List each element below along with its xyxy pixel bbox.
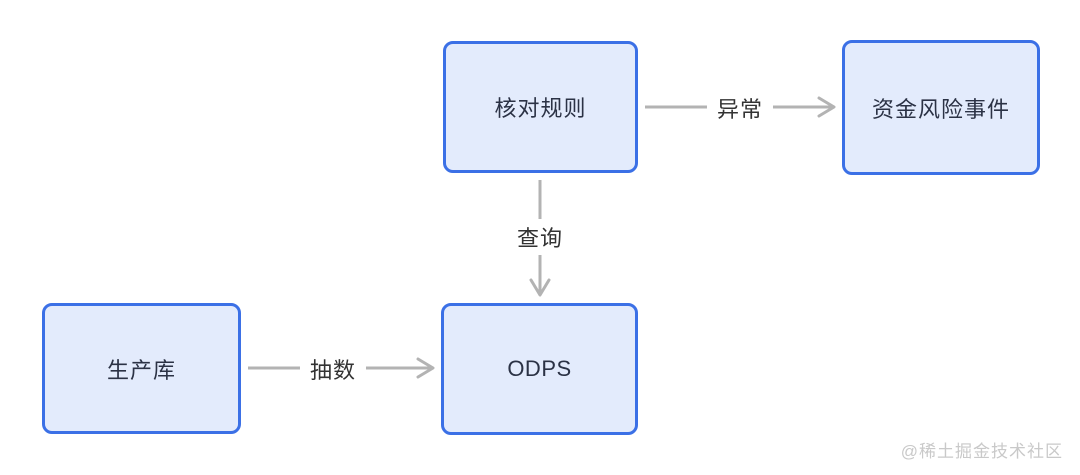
node-production-db-label: 生产库 [106, 357, 176, 383]
node-fund-risk-event-label: 资金风险事件 [871, 96, 1010, 122]
node-check-rules-label: 核对规则 [494, 96, 587, 121]
edge-label-query: 查询 [506, 219, 574, 255]
node-check-rules: 核对规则 [443, 41, 638, 173]
edge-label-exception: 异常 [706, 90, 774, 126]
node-fund-risk-event: 资金风险事件 [842, 40, 1040, 175]
edge-label-extract: 抽数 [299, 351, 367, 387]
node-odps-label: ODPS [507, 356, 572, 381]
node-odps: ODPS [441, 303, 638, 435]
watermark: @稀土掘金技术社区 [900, 442, 1063, 461]
node-production-db: 生产库 [42, 303, 241, 434]
